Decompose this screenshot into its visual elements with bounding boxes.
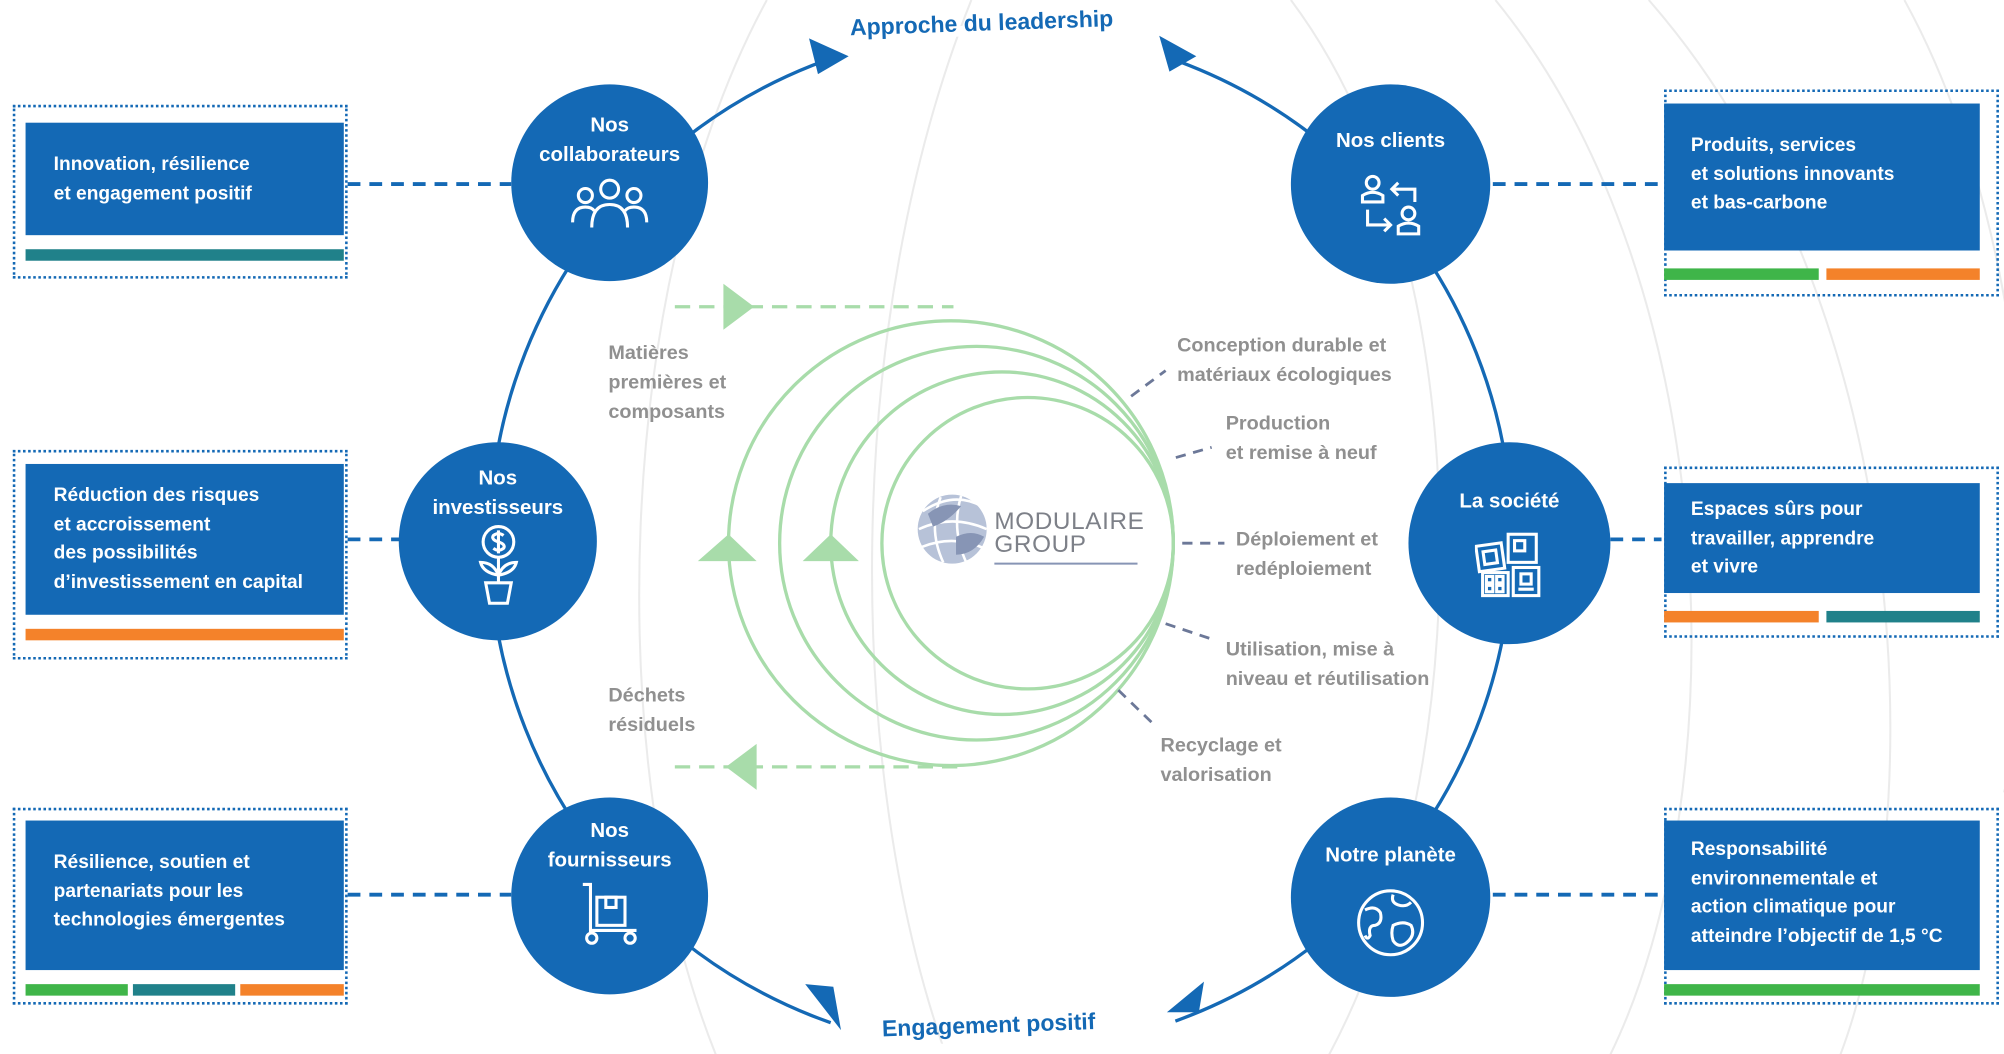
- bar-planete-green: [1664, 984, 1980, 996]
- panel-investisseurs: [12, 449, 348, 660]
- stage-utilisation: Utilisation, mise à niveau et réutilisat…: [1225, 639, 1430, 691]
- people-group-icon: [571, 178, 649, 228]
- money-plant-icon: [477, 525, 518, 605]
- node-societe[interactable]: La société: [1408, 442, 1611, 645]
- outputs-label: Déchets résiduels: [608, 685, 696, 737]
- box-fournisseurs: Résilience, soutien et partenariats pour…: [25, 820, 344, 971]
- node-clients[interactable]: Nos clients: [1290, 84, 1491, 284]
- bar-investisseurs-orange: [25, 628, 344, 641]
- people-exchange-icon: [1360, 174, 1421, 236]
- company-logo-text: MODULAIRE GROUP: [994, 508, 1145, 559]
- circular-arrowheads: [697, 283, 859, 790]
- node-investisseurs[interactable]: Nos investisseurs: [398, 442, 597, 641]
- arrow-top-right: [1159, 35, 1197, 72]
- box-investisseurs: Réduction des risques et accroissement d…: [25, 463, 344, 615]
- box-planete: Responsabilité environnementale et actio…: [1664, 820, 1980, 971]
- panel-collaborateurs: [12, 104, 348, 279]
- stage-conception: Conception durable et matériaux écologiq…: [1177, 334, 1392, 386]
- company-logo-globe: [917, 494, 1138, 565]
- arrow-bottom-right: [1166, 981, 1204, 1013]
- node-planete[interactable]: Notre planète: [1290, 797, 1491, 997]
- inputs-label: Matières premières et composants: [608, 342, 727, 424]
- node-fournisseurs[interactable]: Nos fournisseurs: [511, 797, 709, 995]
- panel-fournisseurs: [12, 807, 348, 1005]
- arrow-bottom-left: [805, 984, 841, 1031]
- box-collaborateurs: Innovation, résilience et engagement pos…: [25, 122, 344, 236]
- node-collaborateurs[interactable]: Nos collaborateurs: [511, 84, 709, 282]
- buildings-icon: [1474, 532, 1541, 598]
- bar-clients-green: [1664, 268, 1819, 280]
- bar-fournisseurs-green: [25, 984, 128, 996]
- stage-deploiement: Déploiement et redéploiement: [1235, 529, 1378, 581]
- bar-societe-orange: [1664, 610, 1819, 623]
- connectors: [347, 182, 1662, 897]
- box-clients: Produits, services et solutions innovant…: [1664, 103, 1980, 251]
- box-societe: Espaces sûrs pour travailler, apprendre …: [1664, 483, 1980, 594]
- stage-production: Production et remise à neuf: [1225, 412, 1377, 464]
- bar-fournisseurs-orange: [240, 984, 344, 996]
- stage-leaders: [1117, 369, 1225, 727]
- bar-clients-orange: [1826, 268, 1980, 280]
- globe-icon: [1357, 889, 1425, 957]
- arrow-top-left: [809, 38, 849, 75]
- hand-truck-icon: [582, 882, 637, 945]
- bar-fournisseurs-teal: [132, 984, 236, 996]
- stage-recyclage: Recyclage et valorisation: [1160, 734, 1282, 787]
- bar-collaborateurs-teal: [25, 249, 344, 261]
- bar-societe-teal: [1826, 610, 1980, 623]
